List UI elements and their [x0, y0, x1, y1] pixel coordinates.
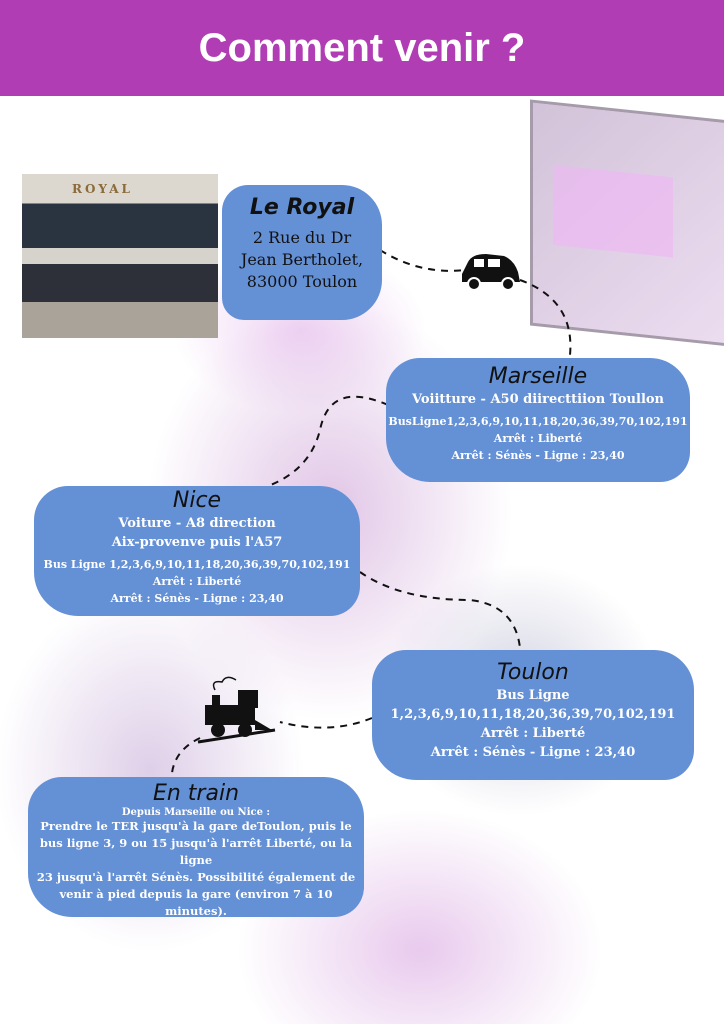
toulon-title: Toulon [497, 660, 569, 685]
page-title: Comment venir ? [198, 25, 526, 70]
path-car-marseille [519, 279, 572, 356]
path-marseille-nice [267, 395, 389, 487]
toulon-card: Toulon Bus Ligne 1,2,3,6,9,10,11,18,20,3… [372, 650, 694, 780]
train-card: En train Depuis Marseille ou Nice : Pren… [28, 777, 364, 918]
train-text-line: venir à pied depuis la gare (environ 7 à… [59, 887, 333, 918]
nice-card: Nice Voiture - A8 direction Aix-provenve… [34, 486, 360, 616]
header-banner: Comment venir ? [0, 0, 724, 96]
cinema-photo: ROYAL [22, 174, 218, 338]
car-icon [462, 254, 520, 291]
bus-lines: Bus Ligne 1,2,3,6,9,10,11,18,20,36,39,70… [390, 688, 676, 722]
car-directions: Voiture - A8 direction [118, 516, 276, 531]
train-origin: Depuis Marseille ou Nice : [121, 807, 271, 818]
address-line: 2 Rue du Dr [252, 228, 352, 247]
marseille-card: Marseille Voiitture - A50 diirecttiion T… [386, 358, 690, 482]
bus-lines: Bus Ligne 1,2,3,6,9,10,11,18,20,36,39,70… [43, 558, 351, 571]
stop-liberte: Arrêt : Liberté [480, 726, 586, 741]
address-line: Jean Bertholet, [240, 250, 364, 269]
car-directions: Voiitture - A50 diirecttiion Toullon [411, 392, 664, 407]
path-train-entrain [171, 737, 201, 774]
path-royal-car [379, 249, 466, 272]
stop-senes: Arrêt : Sénès - Ligne : 23,40 [110, 592, 284, 605]
nice-title: Nice [172, 488, 222, 513]
stop-senes: Arrêt : Sénès - Ligne : 23,40 [430, 745, 636, 760]
train-title: En train [152, 781, 240, 806]
path-toulon-train [279, 717, 373, 729]
bus-lines: BusLigne1,2,3,6,9,10,11,18,20,36,39,70,1… [388, 415, 688, 428]
train-icon [197, 676, 276, 744]
stop-senes: Arrêt : Sénès - Ligne : 23,40 [451, 449, 625, 462]
stop-liberte: Arrêt : Liberté [493, 432, 583, 445]
train-text-line: Prendre le TER jusqu'à la gare deToulon,… [40, 819, 352, 833]
car-directions: Aix-provenve puis l'A57 [111, 535, 283, 550]
venue-card: Le Royal 2 Rue du Dr Jean Bertholet, 830… [222, 185, 382, 320]
marseille-title: Marseille [488, 364, 588, 389]
venue-name: Le Royal [249, 195, 355, 220]
address-line: 83000 Toulon [246, 272, 358, 291]
cinema-sign: ROYAL [72, 182, 133, 196]
path-nice-toulon [359, 571, 521, 649]
train-text-line: 23 jusqu'à l'arrêt Sénès. Possibilité ég… [36, 870, 356, 884]
stop-liberte: Arrêt : Liberté [152, 575, 242, 588]
train-text-line: bus ligne 3, 9 ou 15 jusqu'à l'arrêt Lib… [39, 836, 353, 867]
